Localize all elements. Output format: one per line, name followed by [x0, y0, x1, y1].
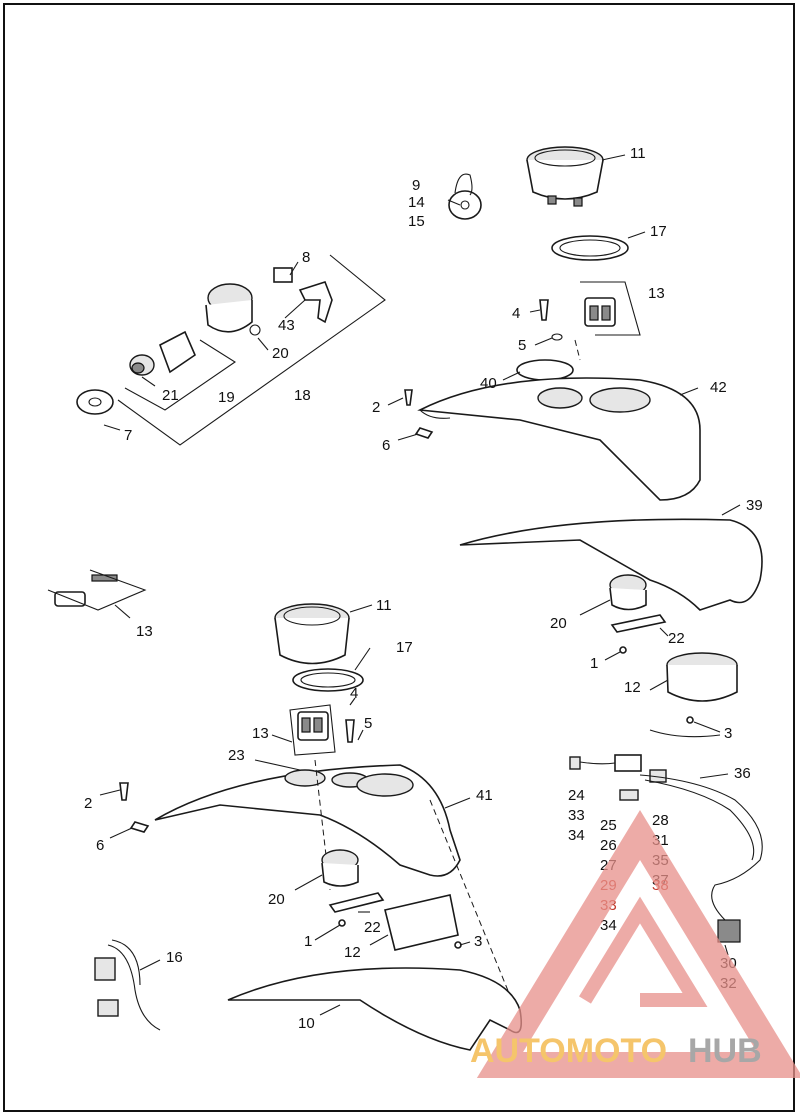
callout-25: 25: [600, 817, 617, 834]
callout-40: 40: [480, 375, 497, 392]
screw-4-upper: [539, 299, 549, 321]
callout-11: 11: [630, 145, 646, 162]
callout-17: 17: [650, 223, 667, 240]
screw-2-lower: [119, 782, 129, 801]
screw-4-lower: [345, 719, 355, 743]
callout-4: 4: [350, 685, 358, 702]
callout-16: 16: [166, 949, 183, 966]
indicator-lamp-upper: [580, 281, 641, 336]
nut-6-upper: [414, 427, 434, 439]
callout-20: 20: [268, 891, 285, 908]
callout-2: 2: [84, 795, 92, 812]
callout-3: 3: [724, 725, 732, 742]
callout-5: 5: [364, 715, 372, 732]
callout-22: 22: [668, 630, 685, 647]
cover-12-right: [666, 652, 738, 702]
indicator-lamp-lower: [289, 704, 336, 756]
callout-6: 6: [96, 837, 104, 854]
screw-2-upper: [404, 389, 413, 406]
callout-13: 13: [648, 285, 665, 302]
watermark-text-hub: HUB: [688, 1032, 762, 1070]
ignition-cylinder: [129, 330, 196, 376]
callout-34: 34: [600, 917, 617, 934]
callout-33: 33: [568, 807, 585, 824]
washer: [76, 389, 114, 415]
callout-12: 12: [624, 679, 641, 696]
callout-41: 41: [476, 787, 493, 804]
speedometer-gauge-lower: [274, 603, 350, 665]
callout-21: 21: [162, 387, 179, 404]
callout-12: 12: [344, 944, 361, 961]
mounting-bracket: [273, 267, 333, 324]
console-upper: [417, 377, 701, 501]
nut-6-lower: [129, 821, 150, 833]
callout-20: 20: [550, 615, 567, 632]
wire-harness-36: [569, 754, 763, 943]
watermark-text-automoto: AUTOMOTO: [470, 1032, 667, 1070]
key-tag: [448, 173, 482, 220]
callout-39: 39: [746, 497, 763, 514]
automotohub-watermark: AUTOMOTO HUB: [470, 809, 800, 1078]
ignition-switch-upper: [205, 283, 261, 336]
callout-2: 2: [372, 399, 380, 416]
callout-23: 23: [228, 747, 245, 764]
callout-15: 15: [408, 213, 425, 230]
callout-13: 13: [252, 725, 269, 742]
callout-10: 10: [298, 1015, 315, 1032]
speedometer-gauge-upper: [526, 146, 604, 207]
bracket-22-right: [610, 614, 667, 633]
callout-1: 1: [304, 933, 312, 950]
callout-19: 19: [218, 389, 235, 406]
seal-strip-39: [459, 518, 763, 611]
gasket-40: [516, 359, 574, 381]
group-bracket-18: [117, 254, 386, 446]
callout-4: 4: [512, 305, 520, 322]
ignition-switch-right: [609, 574, 647, 611]
callout-22: 22: [364, 919, 381, 936]
bracket-22-lower: [328, 892, 385, 913]
callout-8: 8: [302, 249, 310, 266]
callout-34: 34: [568, 827, 585, 844]
callout-36: 36: [734, 765, 751, 782]
callout-42: 42: [710, 379, 727, 396]
wire-harness-16: [94, 939, 161, 1031]
callout-11: 11: [376, 597, 392, 614]
callout-18: 18: [294, 387, 311, 404]
callout-5: 5: [518, 337, 526, 354]
callout-24: 24: [568, 787, 585, 804]
callout-13: 13: [136, 623, 153, 640]
console-lower: [154, 764, 461, 877]
diagram-frame: [3, 3, 795, 1112]
callout-6: 6: [382, 437, 390, 454]
callout-9: 9: [412, 177, 420, 194]
ignition-switch-lower: [321, 849, 359, 887]
callout-7: 7: [124, 427, 132, 444]
callout-3: 3: [474, 933, 482, 950]
indicator-lamp-left: [47, 569, 147, 611]
callout-17: 17: [396, 639, 413, 656]
leader-lines: [99, 154, 741, 1016]
callout-28: 28: [652, 812, 669, 829]
group-bracket-19: [124, 339, 237, 411]
callout-20: 20: [272, 345, 289, 362]
cover-12-lower: [384, 894, 459, 951]
callout-26: 26: [600, 837, 617, 854]
callout-43: 43: [278, 317, 295, 334]
callout-14: 14: [408, 194, 425, 211]
callout-1: 1: [590, 655, 598, 672]
